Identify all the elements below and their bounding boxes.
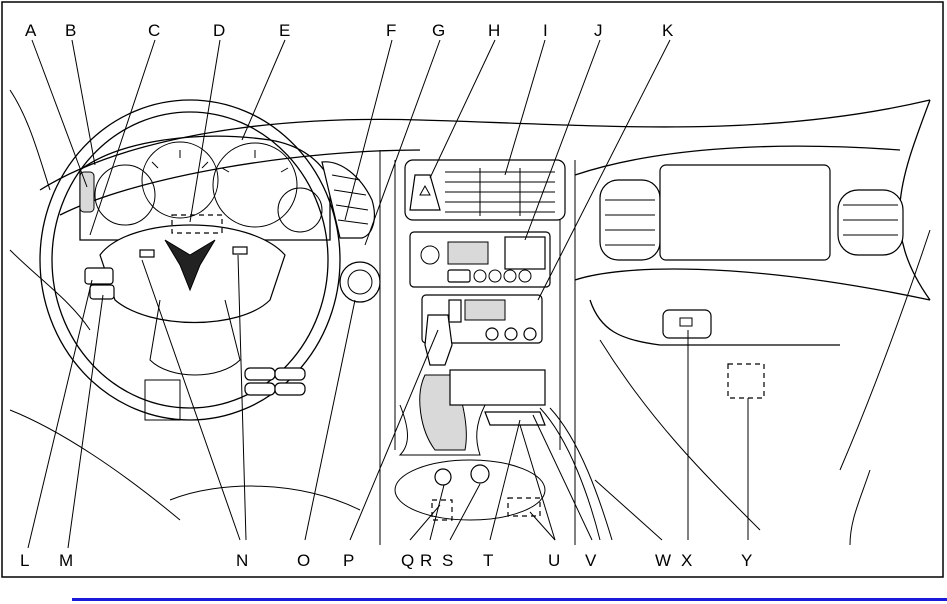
callout-o: O (297, 551, 310, 570)
glovebox (663, 310, 764, 398)
callout-j: J (594, 21, 603, 40)
callout-n: N (236, 551, 248, 570)
callout-x: X (681, 551, 692, 570)
callout-a: A (25, 21, 37, 40)
callout-b: B (65, 21, 76, 40)
callout-d: D (213, 21, 225, 40)
radio-unit (410, 232, 550, 287)
right-vents (600, 165, 903, 260)
callout-m: M (59, 551, 73, 570)
callout-v: V (585, 551, 597, 570)
callout-r: R (420, 551, 432, 570)
ignition-switch (340, 262, 380, 302)
callout-q: Q (401, 551, 414, 570)
callout-labels-top: A B C D E F G H I J K (25, 21, 674, 40)
lower-left-details (145, 368, 360, 510)
callout-s: S (442, 551, 453, 570)
callout-k: K (662, 21, 674, 40)
callout-f: F (386, 21, 396, 40)
callout-t: T (483, 551, 493, 570)
callout-g: G (432, 21, 445, 40)
callout-i: I (543, 21, 548, 40)
callout-w: W (655, 551, 671, 570)
callout-e: E (279, 21, 290, 40)
callout-h: H (488, 21, 500, 40)
callout-c: C (148, 21, 160, 40)
callout-p: P (343, 551, 354, 570)
left-switches (80, 172, 114, 299)
callout-y: Y (741, 551, 752, 570)
callout-u: U (548, 551, 560, 570)
footer-rule (72, 598, 947, 601)
callout-l: L (20, 551, 29, 570)
center-vents (405, 160, 565, 220)
callout-labels-bottom: L M N O P Q R S T U V W X Y (20, 551, 752, 570)
